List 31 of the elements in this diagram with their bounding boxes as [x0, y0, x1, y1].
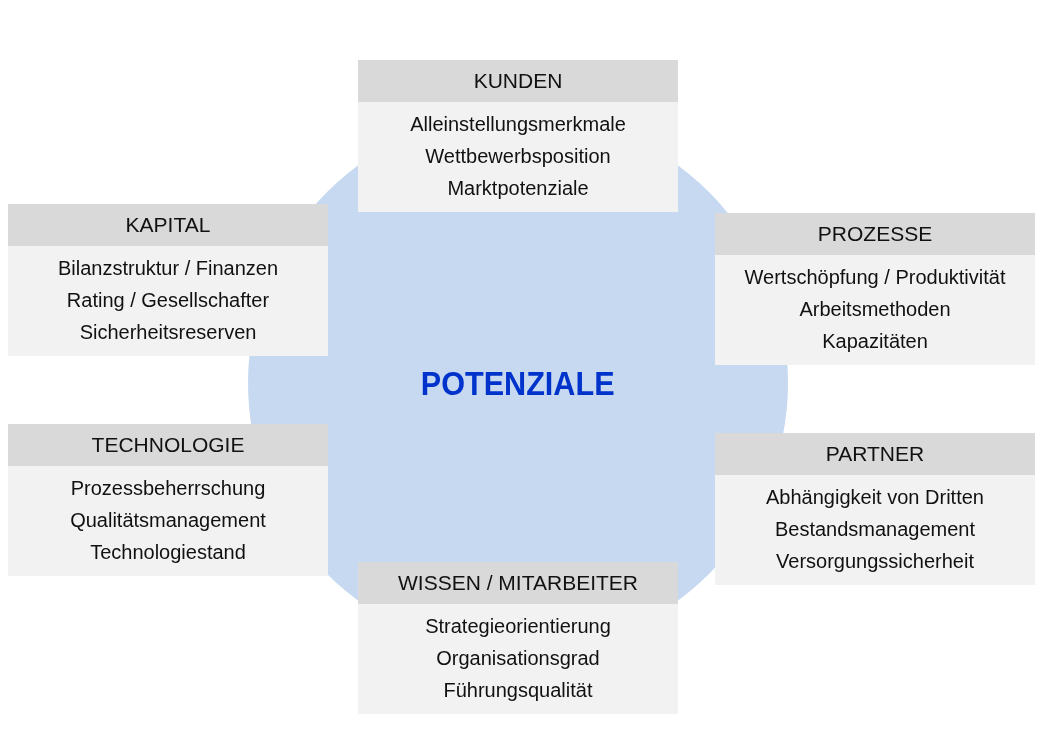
list-item: Strategieorientierung: [425, 614, 611, 639]
list-item: Bilanzstruktur / Finanzen: [57, 256, 279, 281]
category-card: [715, 433, 1035, 585]
category-heading: KAPITAL: [8, 204, 328, 246]
list-item: Führungsqualität: [443, 678, 593, 703]
category-heading: PROZESSE: [715, 213, 1035, 255]
category-heading: WISSEN / MITARBEITER: [358, 562, 678, 604]
list-item: Kapazitäten: [822, 329, 928, 354]
list-item: Alleinstellungsmerkmale: [410, 112, 626, 137]
list-item: Prozessbeherrschung: [70, 476, 266, 501]
list-item: Sicherheitsreserven: [79, 320, 257, 345]
list-item: Abhängigkeit von Dritten: [766, 485, 984, 510]
list-item: Wettbewerbsposition: [425, 144, 611, 169]
list-item: Versorgungssicherheit: [776, 549, 974, 574]
list-item: Organisationsgrad: [436, 646, 600, 671]
category-card: [715, 213, 1035, 365]
category-heading: PARTNER: [715, 433, 1035, 475]
list-item: Rating / Gesellschafter: [66, 288, 270, 313]
list-item: Marktpotenziale: [447, 176, 589, 201]
list-item: Arbeitsmethoden: [799, 297, 951, 322]
category-card: [358, 60, 678, 212]
category-card: [358, 562, 678, 714]
category-card: [8, 204, 328, 356]
category-heading: TECHNOLOGIE: [8, 424, 328, 466]
list-item: Wertschöpfung / Produktivität: [744, 265, 1006, 290]
category-card: [8, 424, 328, 576]
list-item: Qualitätsmanagement: [70, 508, 266, 533]
list-item: Technologiestand: [90, 540, 246, 565]
list-item: Bestandsmanagement: [774, 517, 976, 542]
center-title: POTENZIALE: [421, 363, 615, 403]
category-heading: KUNDEN: [358, 60, 678, 102]
